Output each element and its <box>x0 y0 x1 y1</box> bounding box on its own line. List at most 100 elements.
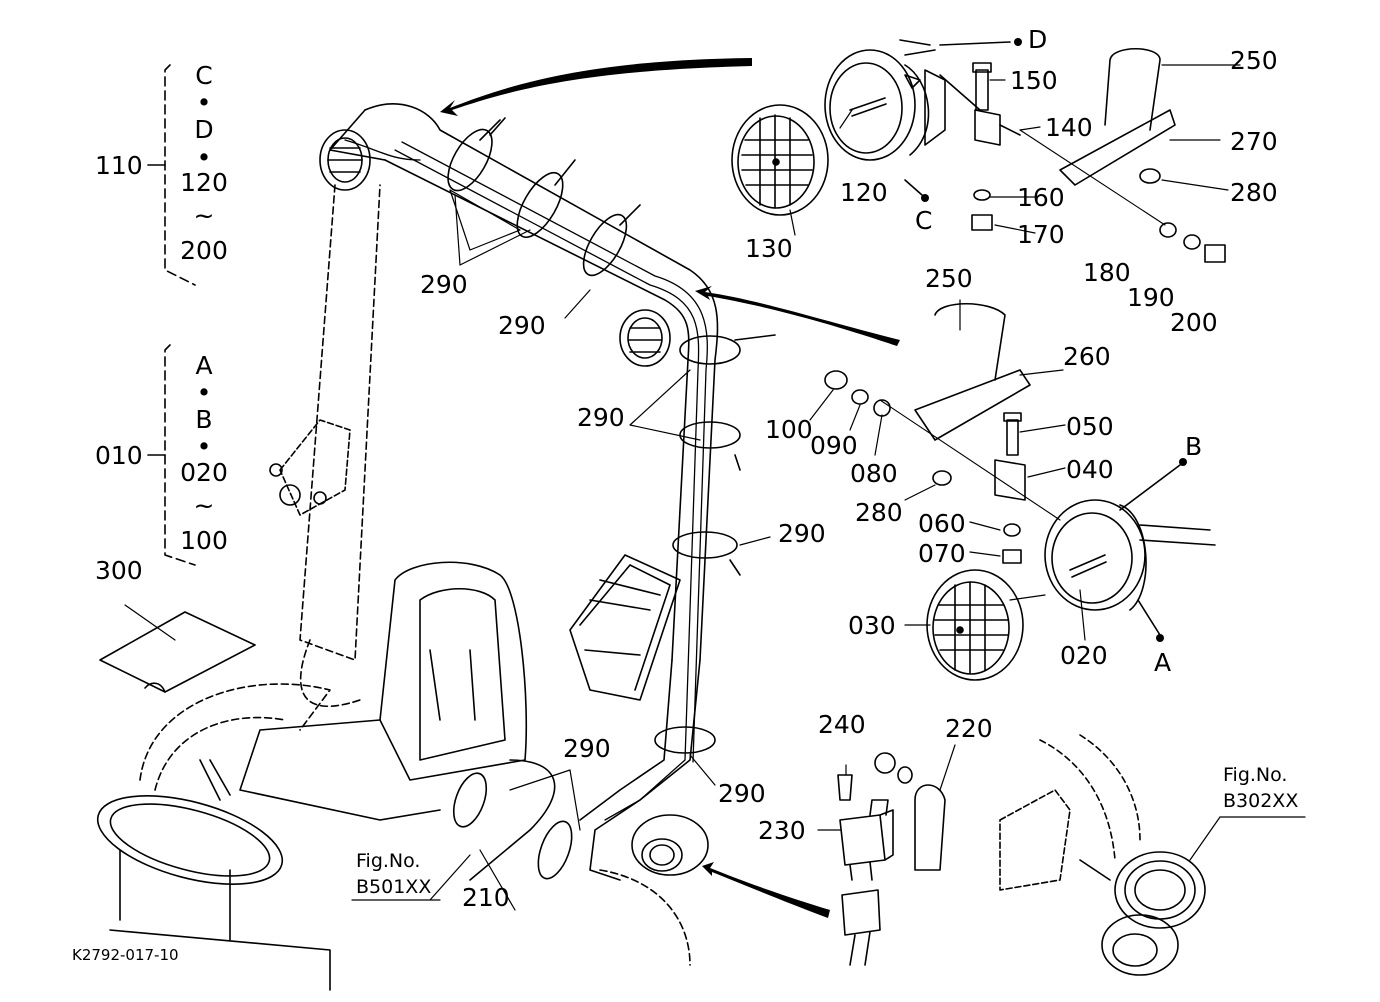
ref-B-label: B <box>1185 432 1203 461</box>
ubolt-250-top <box>1104 48 1161 131</box>
bracket-010 <box>164 344 196 566</box>
nut-280-top <box>1139 168 1161 184</box>
label-080: 080 <box>850 459 898 488</box>
nut-280-mid <box>932 470 952 486</box>
bolt-050 <box>1003 412 1022 456</box>
left-bracket <box>269 419 351 516</box>
bracket-140 <box>939 74 1021 146</box>
label-070: 070 <box>918 539 966 568</box>
label-290-d: 290 <box>778 519 826 548</box>
relay-socket <box>841 889 881 936</box>
washer-180 <box>1159 222 1177 238</box>
rear-bracket <box>569 554 681 701</box>
housing-120 <box>824 39 946 161</box>
label-100: 100 <box>765 415 813 444</box>
housing-020 <box>1044 499 1216 611</box>
label-260: 260 <box>1063 342 1111 371</box>
label-160: 160 <box>1017 183 1065 212</box>
ubolt-250-mid <box>934 302 1006 381</box>
label-240: 240 <box>818 710 866 739</box>
label-300: 300 <box>95 556 143 585</box>
fig-ref-b501-code[interactable]: B501XX <box>356 876 432 898</box>
label-250-top: 250 <box>1230 46 1278 75</box>
callout-arrows <box>440 58 900 918</box>
label-280-top: 280 <box>1230 178 1278 207</box>
steering-wheel <box>96 759 331 991</box>
rops-frame <box>299 103 719 881</box>
label-250-mid: 250 <box>925 264 973 293</box>
label-270: 270 <box>1230 127 1278 156</box>
washer-220b <box>897 766 913 784</box>
label-220: 220 <box>945 714 993 743</box>
ref-A-label: A <box>1154 648 1172 677</box>
stud-line <box>1019 129 1166 226</box>
label-290-a: 290 <box>420 270 468 299</box>
label-150: 150 <box>1010 66 1058 95</box>
group-110-to: 200 <box>180 236 228 265</box>
bracket-110 <box>164 64 196 286</box>
label-290-e: 290 <box>563 734 611 763</box>
rear-lamp <box>1079 851 1206 976</box>
nut-200 <box>1204 244 1226 263</box>
drawing-code: K2792-017-10 <box>72 946 179 964</box>
plate-220 <box>914 784 946 871</box>
nut-100 <box>824 370 848 390</box>
seat <box>239 561 556 881</box>
label-210: 210 <box>462 883 510 912</box>
cable-ties <box>447 117 776 880</box>
label-290-b: 290 <box>498 311 546 340</box>
rear-bracket-dashed <box>999 789 1071 891</box>
stud-line-2 <box>879 399 1061 521</box>
lens-030 <box>926 569 1024 681</box>
ref-C-label: C <box>915 206 933 235</box>
label-110: 110 <box>95 151 143 180</box>
group-010-range: ~ <box>193 491 215 520</box>
bolt-150 <box>972 62 992 111</box>
label-090: 090 <box>810 431 858 460</box>
label-290-c: 290 <box>577 403 625 432</box>
fenders-steering <box>139 683 691 966</box>
plate-270 <box>1059 109 1176 186</box>
group-110-from: 120 <box>180 168 228 197</box>
nut-170 <box>971 214 993 231</box>
group-010-from: 020 <box>180 458 228 487</box>
reference-dots <box>921 38 1187 642</box>
label-230: 230 <box>758 816 806 845</box>
relay-230 <box>839 799 894 881</box>
group-110-range: ~ <box>193 201 215 230</box>
nut-070 <box>1002 549 1022 564</box>
fig-ref-b501-prefix: Fig.No. <box>356 850 421 872</box>
washer-160 <box>973 189 991 201</box>
label-020: 020 <box>1060 641 1108 670</box>
washer-090 <box>851 389 869 405</box>
label-120: 120 <box>840 178 888 207</box>
plate-260 <box>914 369 1031 441</box>
leader-lines <box>124 64 1306 911</box>
ref-D-label: D <box>1028 25 1048 54</box>
label-030: 030 <box>848 611 896 640</box>
label-180: 180 <box>1083 258 1131 287</box>
frame-lights <box>319 129 709 876</box>
group-110-top: C <box>195 61 213 90</box>
group-110-mid: D <box>194 115 214 144</box>
label-060: 060 <box>918 509 966 538</box>
nut-220a <box>874 752 896 774</box>
label-290-f: 290 <box>718 779 766 808</box>
group-010-to: 100 <box>180 526 228 555</box>
label-280-mid: 280 <box>855 498 903 527</box>
fig-ref-b302-code[interactable]: B302XX <box>1223 790 1299 812</box>
bolt-240 <box>837 774 853 801</box>
label-140: 140 <box>1045 113 1093 142</box>
group-010-top: A <box>195 351 213 380</box>
label-010: 010 <box>95 441 143 470</box>
label-190: 190 <box>1127 283 1175 312</box>
bracket-040 <box>994 459 1026 501</box>
label-200: 200 <box>1170 308 1218 337</box>
lens-130 <box>731 104 829 216</box>
washer-080 <box>873 399 891 417</box>
washer-060 <box>1003 523 1021 537</box>
manual-sheet <box>99 611 256 693</box>
group-010-mid: B <box>195 405 213 434</box>
